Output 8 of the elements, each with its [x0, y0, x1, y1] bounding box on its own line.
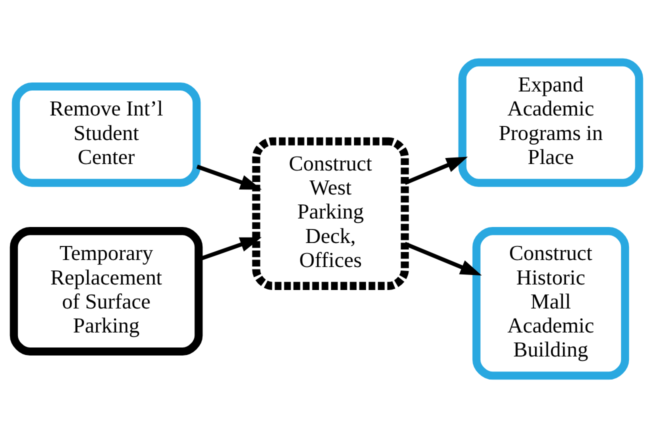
node-box: Remove Int’l Student Center [12, 82, 201, 186]
node-box: Expand Academic Programs in Place [458, 58, 644, 186]
node-box: Construct West Parking Deck, Offices [252, 136, 409, 290]
arrow [196, 164, 262, 190]
arrow [404, 156, 468, 184]
node-box: Temporary Replacement of Surface Parking [10, 226, 203, 356]
arrow [404, 241, 482, 275]
node-box: Construct Historic Mall Academic Building [472, 226, 630, 380]
